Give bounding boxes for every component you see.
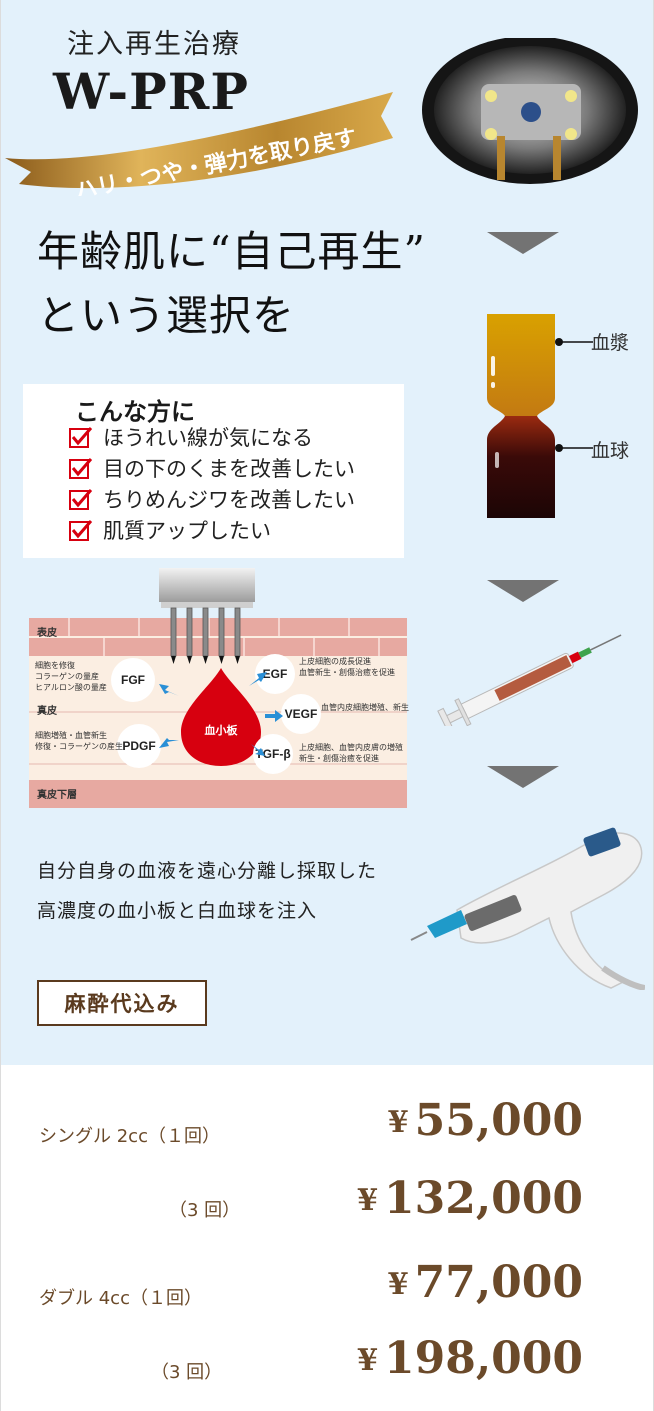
dermis-label: 真皮 [37, 704, 57, 717]
svg-text:修復・コラーゲンの産生: 修復・コラーゲンの産生 [35, 741, 123, 751]
svg-text:上皮細胞の成長促進: 上皮細胞の成長促進 [299, 656, 371, 666]
price-label-single-3: （3 回） [169, 1200, 241, 1221]
plasma-label: 血漿 [591, 332, 630, 354]
epidermis-label: 表皮 [36, 626, 57, 639]
blood-cells-label: 血球 [591, 440, 630, 462]
headline-line1: 年齢肌に“自己再生” [37, 227, 426, 276]
description-line2: 高濃度の血小板と白血球を注入 [37, 900, 318, 922]
svg-text:新生・創傷治癒を促進: 新生・創傷治癒を促進 [299, 753, 379, 763]
check-icon [69, 426, 93, 448]
hero-section: 注入再生治療 W-PRP ハリ・つや・弾力を取り戻す [1, 0, 653, 1065]
check-icon [69, 519, 93, 541]
price-value-single-3: ¥132,000 [357, 1173, 583, 1224]
checklist-item: 目の下のくまを改善したい [69, 453, 355, 483]
tgf-label: TGF-β [255, 747, 290, 761]
triangle-down-icon [487, 580, 559, 602]
price-label-double-3: （3 回） [151, 1362, 223, 1383]
price-label-double-1: ダブル 4cc（１回） [39, 1288, 202, 1309]
check-icon [69, 457, 93, 479]
svg-text:血管新生・創傷治癒を促進: 血管新生・創傷治癒を促進 [299, 667, 395, 677]
fgf-label: FGF [121, 673, 145, 687]
checklist-title: こんな方に [75, 398, 195, 426]
platelet-label: 血小板 [205, 723, 239, 737]
price-section: シングル 2cc（１回） ¥55,000 （3 回） ¥132,000 ダブル … [1, 1065, 653, 1411]
description-line1: 自分自身の血液を遠心分離し採取した [37, 860, 378, 882]
checklist-item: ちりめんジワを改善したい [69, 484, 355, 514]
svg-text:ヒアルロン酸の量産: ヒアルロン酸の量産 [35, 682, 107, 692]
epidermis-layer [29, 618, 407, 656]
triangle-down-icon [487, 232, 559, 254]
svg-text:コラーゲンの量産: コラーゲンの量産 [35, 671, 99, 681]
vial-pointer-lines [555, 338, 593, 452]
checklist-item: ほうれい線が気になる [69, 422, 313, 452]
blood-vial-image [487, 314, 555, 518]
triangle-down-icon [487, 766, 559, 788]
svg-text:上皮細胞、血管内皮膚の増殖: 上皮細胞、血管内皮膚の増殖 [299, 742, 403, 752]
svg-text:細胞増殖・血管新生: 細胞増殖・血管新生 [35, 730, 107, 740]
headline-line2: という選択を [37, 291, 296, 340]
price-label-single-1: シングル 2cc（１回） [39, 1126, 220, 1147]
target-checklist: こんな方に ほうれい線が気になる 目の下のくまを改善したい ちりめんジワを改善し… [23, 384, 404, 558]
svg-text:細胞を修復: 細胞を修復 [35, 660, 75, 670]
subdermis-label: 真皮下層 [37, 788, 77, 801]
price-value-single-1: ¥55,000 [387, 1095, 583, 1146]
vegf-label: VEGF [285, 707, 318, 721]
check-icon [69, 488, 93, 510]
subtitle: 注入再生治療 [67, 29, 241, 60]
checklist-item: 肌質アップしたい [69, 515, 271, 545]
egf-label: EGF [263, 667, 288, 681]
pdgf-label: PDGF [122, 739, 155, 753]
syringe-image [437, 634, 622, 726]
anesthesia-included-badge: 麻酔代込み [37, 980, 207, 1026]
growth-factor-arrows [159, 672, 283, 756]
injector-gun-image [410, 827, 645, 990]
svg-text:血管内皮細胞増殖、新生: 血管内皮細胞増殖、新生 [321, 702, 409, 712]
price-value-double-3: ¥198,000 [357, 1333, 583, 1384]
ribbon-banner: ハリ・つや・弾力を取り戻す [5, 92, 393, 196]
platelet-diagram: 表皮 真皮 真皮下層 血小板 [29, 568, 409, 808]
price-value-double-1: ¥77,000 [387, 1257, 583, 1308]
brand-title: W-PRP [53, 62, 249, 121]
centrifuge-image [422, 38, 638, 184]
